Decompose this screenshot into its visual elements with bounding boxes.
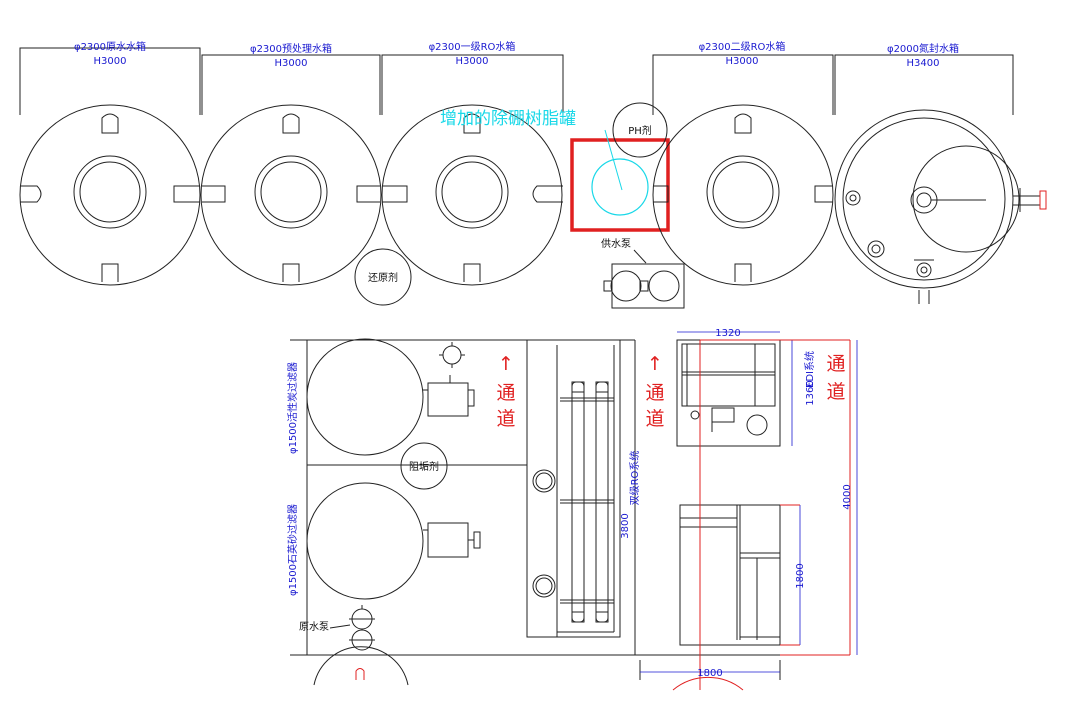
lower-cabinet: 1800 [679, 504, 806, 646]
passage-char-1: 通 [826, 353, 845, 375]
passage-marker-2: ↑ 通 道 [645, 353, 664, 430]
tank-height-label: H3000 [456, 56, 489, 67]
reducing-agent-label: 还原剂 [368, 271, 398, 284]
tank-spec-label: φ2000氮封水箱 [887, 42, 959, 55]
tank-height-label: H3400 [907, 58, 940, 69]
carbon-filter-label: φ1500活性炭过滤器 [286, 362, 299, 454]
passage-char-2: 道 [826, 381, 845, 403]
tank-raw-water: φ2300原水水箱 H3000 [19, 40, 201, 286]
supply-pump: 供水泵 [601, 237, 685, 309]
tank-nitrogen-seal-water: φ2000氮封水箱 H3400 [834, 42, 1047, 304]
dim-1360: 1360 [805, 380, 816, 405]
valve-top [439, 342, 465, 368]
tank-spec-label: φ2300预处理水箱 [250, 42, 332, 55]
passage-char-2: 道 [645, 408, 664, 430]
dim-4000: 4000 [842, 484, 853, 509]
edi-system-label: EDI系统 [803, 351, 816, 388]
skid-frame [290, 339, 780, 656]
dim-1800-horizontal: 1800 [697, 668, 722, 679]
tank-height-label: H3000 [275, 58, 308, 69]
tank-ro2-water: φ2300二级RO水箱 H3000 [652, 40, 834, 286]
ph-agent-tank: PH剂 [612, 102, 668, 158]
antiscalant-label: 阻垢剂 [409, 460, 439, 473]
dim-1800-vertical: 1800 [795, 563, 806, 588]
boron-tank-circle [591, 158, 649, 216]
antiscalant-tank: 阻垢剂 [400, 442, 448, 490]
sand-filter: φ1500石英砂过滤器 [286, 482, 481, 600]
tank-spec-label: φ2300二级RO水箱 [699, 40, 786, 53]
highlight-box [570, 138, 670, 232]
edi-system: 1320 1360 EDI系统 [676, 328, 816, 447]
red-outline [672, 339, 851, 691]
ro-system-rack: 双级RO系统 3800 [526, 339, 641, 638]
sand-filter-label: φ1500石英砂过滤器 [286, 504, 299, 596]
added-boron-resin-tank: 增加的除硼树脂罐 [440, 109, 670, 232]
tank-height-label: H3000 [94, 56, 127, 67]
tank-ro1-water: φ2300一级RO水箱 H3000 [381, 40, 564, 286]
passage-char-2: 道 [496, 408, 515, 430]
passage-arrow: ↑ [498, 353, 514, 375]
bottom-tank-partial [313, 646, 409, 686]
leader-line [604, 129, 623, 191]
raw-pump-label: 原水泵 [299, 621, 329, 633]
passage-char-1: 通 [645, 382, 664, 404]
carbon-filter: φ1500活性炭过滤器 [286, 338, 475, 456]
ph-agent-label: PH剂 [628, 124, 652, 137]
tank-height-label: H3000 [726, 56, 759, 67]
passage-marker-1: ↑ 通 道 [496, 353, 515, 430]
passage-char-1: 通 [496, 382, 515, 404]
raw-water-pump: 原水泵 [299, 605, 375, 651]
overall-dimensions: 4000 1800 [639, 340, 858, 680]
passage-arrow: ↑ [647, 353, 663, 375]
dim-1320: 1320 [715, 328, 740, 339]
added-tank-label: 增加的除硼树脂罐 [440, 109, 576, 129]
tank-spec-label: φ2300一级RO水箱 [429, 40, 516, 53]
reducing-agent-tank: 还原剂 [354, 248, 412, 306]
passage-marker-3: 通 道 [826, 353, 845, 403]
tank-pretreatment-water: φ2300预处理水箱 H3000 [200, 42, 382, 286]
dim-3800: 3800 [620, 513, 631, 538]
supply-pump-label: 供水泵 [601, 237, 631, 250]
tank-spec-label: φ2300原水水箱 [74, 40, 146, 53]
ro-system-label: 双级RO系统 [628, 451, 641, 506]
